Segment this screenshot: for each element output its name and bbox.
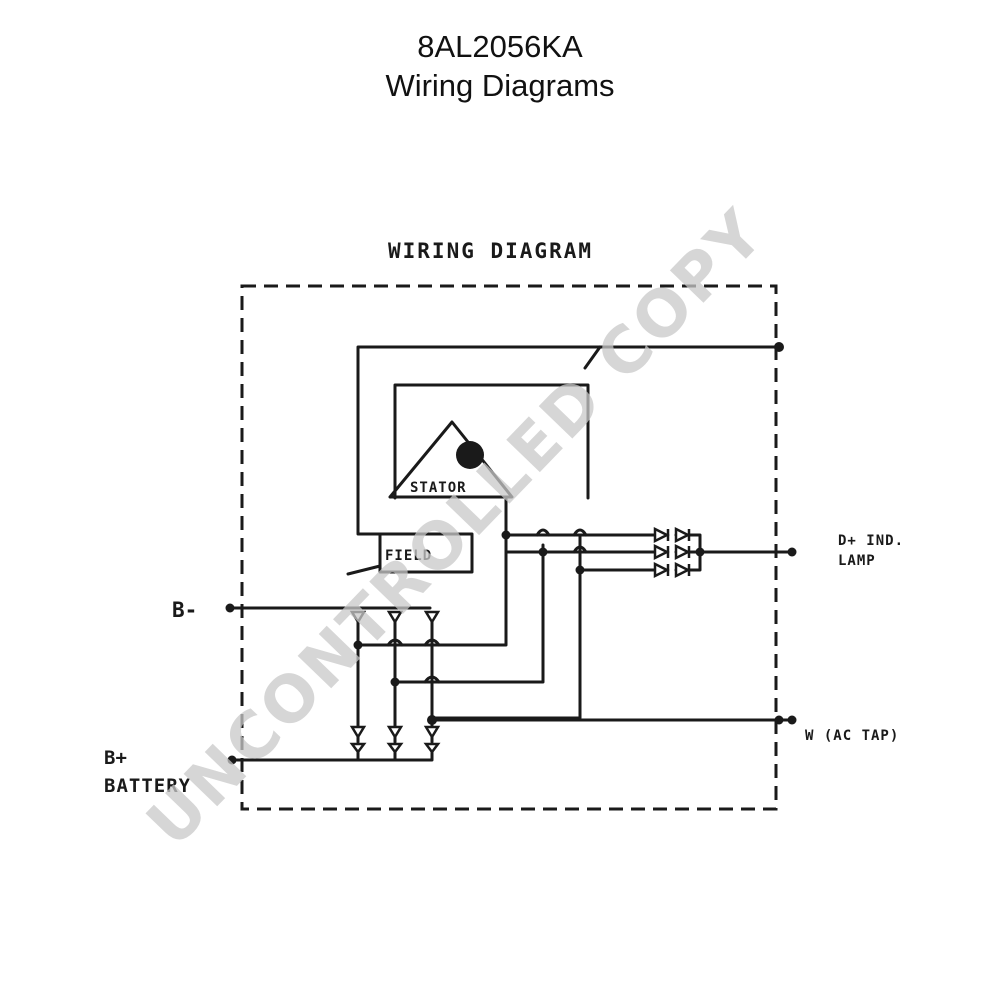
phase-lead-2 <box>393 543 545 684</box>
watermark: UNCONTROLLED COPY <box>133 195 780 861</box>
b-plus-terminal <box>227 755 237 765</box>
diode-icon <box>653 526 670 544</box>
b-minus-terminal <box>225 603 235 613</box>
diode-icon <box>349 725 367 740</box>
junctions <box>225 342 797 765</box>
field-winding <box>378 532 474 574</box>
crossover <box>423 638 441 647</box>
diode-icon <box>386 742 404 755</box>
crossover <box>572 545 588 554</box>
page-subtitle: Wiring Diagrams <box>385 68 615 103</box>
diode-icon <box>423 610 441 625</box>
alternator-enclosure <box>240 284 778 811</box>
diode-icon <box>653 561 670 579</box>
stator-core <box>456 441 484 469</box>
stator-label: STATOR <box>410 480 467 496</box>
loop-tick <box>583 345 602 370</box>
junction-dot <box>774 342 784 352</box>
b-minus-label: B- <box>172 598 197 622</box>
diode-icon <box>349 610 367 625</box>
crossover <box>423 675 441 684</box>
diode-icon <box>386 610 404 625</box>
field-lead <box>346 564 382 576</box>
diode-icon <box>423 742 441 755</box>
inner-loop-wire <box>393 383 590 500</box>
diode-icon <box>674 543 691 561</box>
crossover <box>535 528 551 537</box>
diagram-heading: WIRING DIAGRAM <box>388 239 593 263</box>
diode-icon <box>423 725 441 740</box>
wiring <box>228 345 794 762</box>
crossover <box>572 528 588 537</box>
diode-icon <box>653 543 670 561</box>
junction-dot <box>538 547 548 557</box>
junction-dot <box>695 547 705 557</box>
diode-icon <box>674 561 691 579</box>
b-plus-wire <box>230 750 434 762</box>
phase-lead-3 <box>430 533 582 720</box>
ac-tap-label: W (AC TAP) <box>805 728 899 744</box>
diode-icon <box>674 526 691 544</box>
ac-tap-terminal <box>787 715 797 725</box>
d-plus-label: D+ IND. <box>838 533 904 549</box>
junction-dot <box>501 530 511 540</box>
lamp-label: LAMP <box>838 553 876 569</box>
model-number: 8AL2056KA <box>417 29 583 64</box>
d-plus-terminal <box>787 547 797 557</box>
diode-icon <box>386 725 404 740</box>
diode-icon <box>349 742 367 755</box>
junction-dot <box>575 565 585 575</box>
crossover <box>386 638 404 647</box>
rectifier-diodes <box>349 526 691 755</box>
diode-bars <box>666 529 691 576</box>
junction-dot <box>427 715 437 725</box>
battery-label: BATTERY <box>104 775 191 797</box>
b-plus-label: B+ <box>104 747 127 769</box>
field-label: FIELD <box>385 548 432 564</box>
phase-lead-1 <box>356 495 508 647</box>
junction-dot <box>774 715 784 725</box>
junction-dot <box>353 640 363 650</box>
junction-dot <box>390 677 400 687</box>
